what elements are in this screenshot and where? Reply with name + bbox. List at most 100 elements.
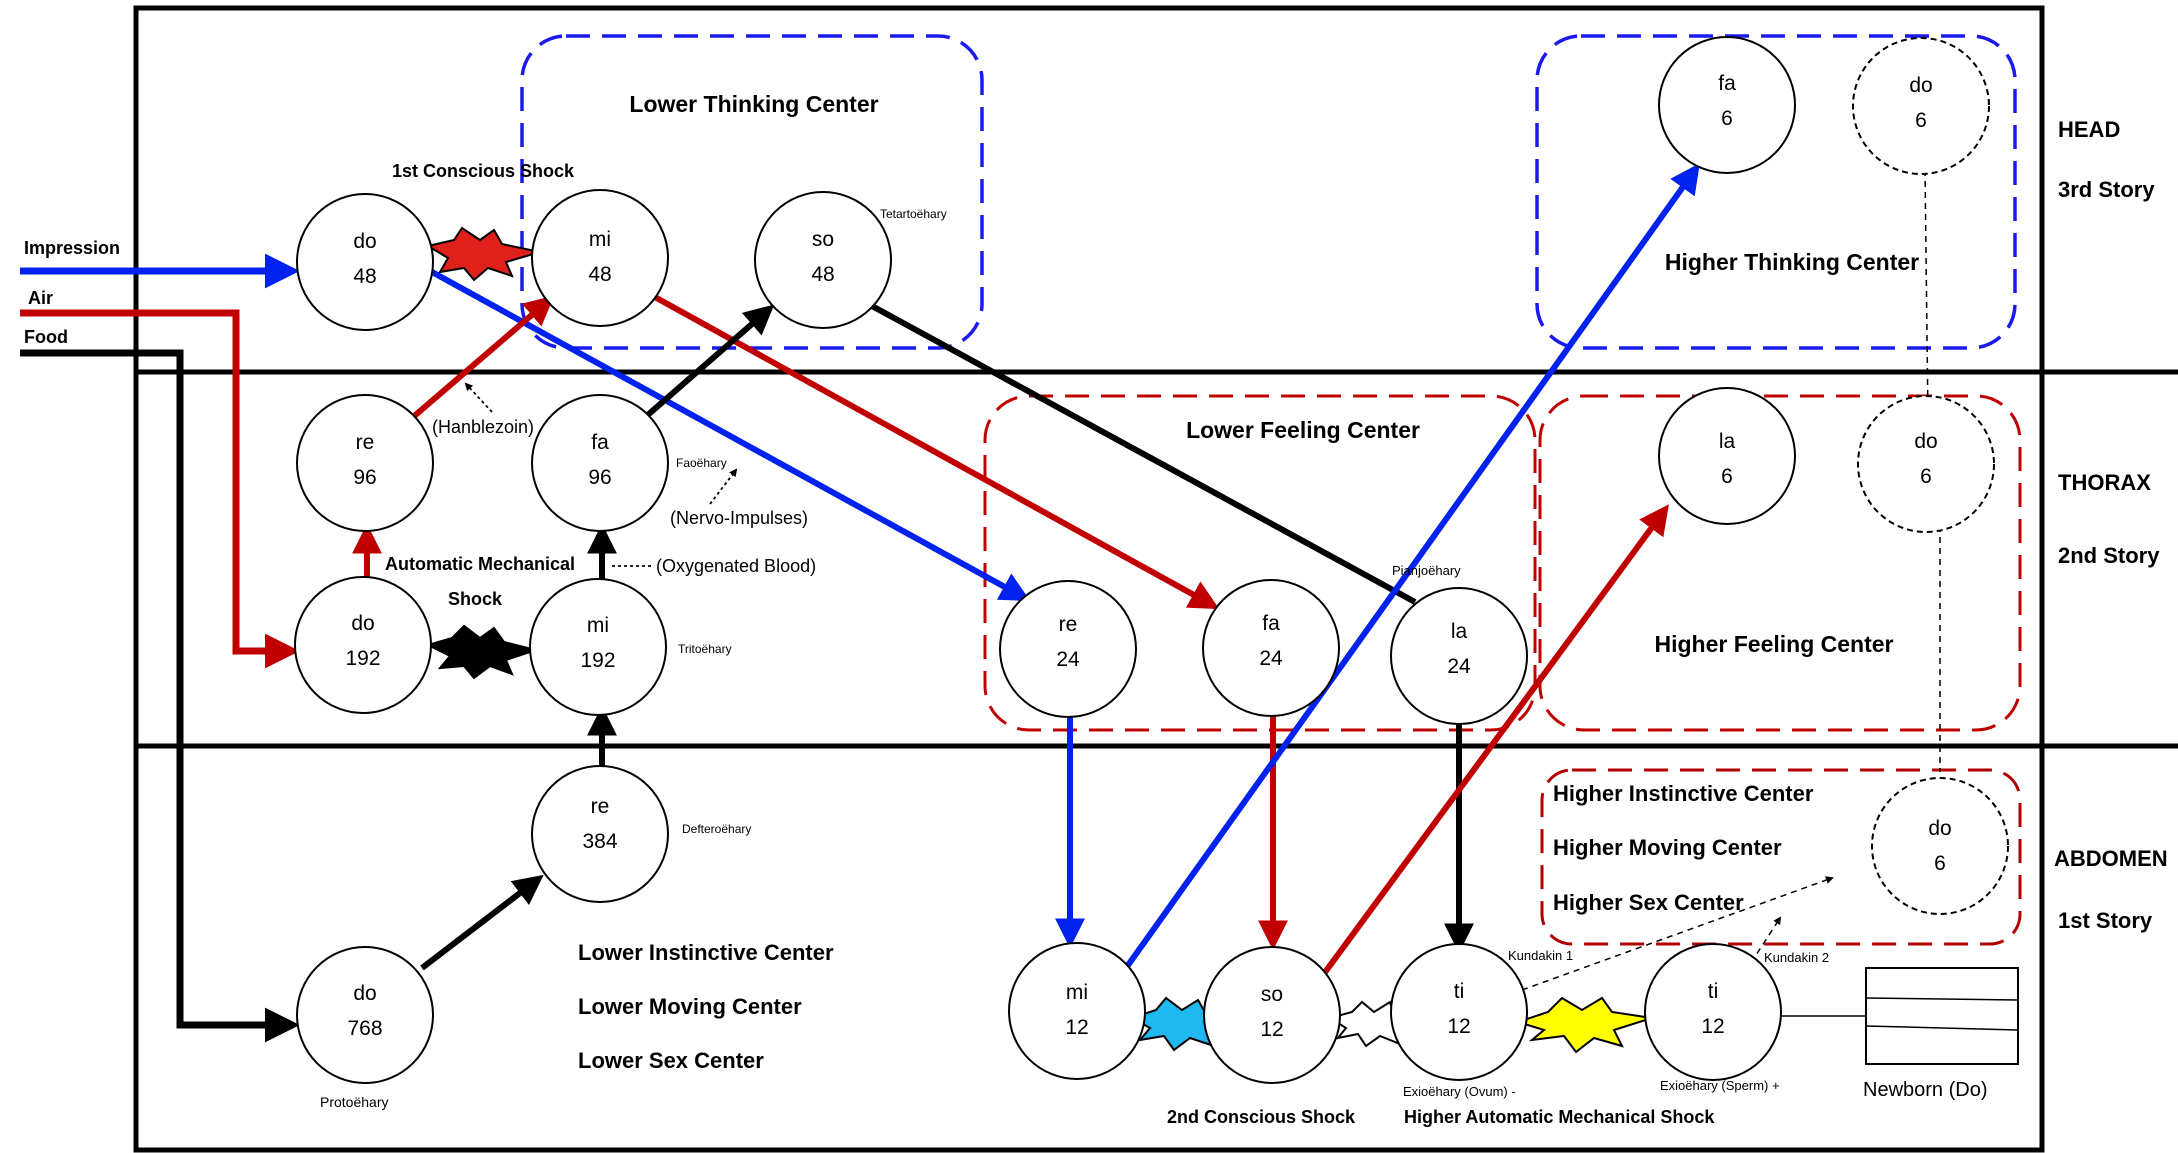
higher-automatic-shock-burst [1514, 996, 1653, 1054]
pointer-hanblezoin [464, 382, 493, 413]
first-story-label: 1st Story [2058, 908, 2153, 933]
node-number: 6 [1721, 107, 1733, 130]
node-note: re [356, 431, 375, 454]
node-note: ti [1454, 980, 1465, 1003]
abdomen-label: ABDOMEN [2054, 846, 2168, 871]
node-number: 12 [1065, 1016, 1088, 1039]
node-mi-192: mi 192 [529, 578, 667, 716]
higher-instinctive-center-label: Higher Instinctive Center [1553, 781, 1814, 806]
higher-moving-center-label: Higher Moving Center [1553, 835, 1782, 860]
node-number: 96 [588, 466, 611, 489]
impression-label: Impression [24, 238, 120, 258]
arrow-do768-re384 [420, 874, 544, 971]
node-mi-12: mi 12 [1008, 942, 1146, 1080]
outer-frame [133, 5, 2045, 1153]
second-conscious-shock-label: 2nd Conscious Shock [1167, 1107, 1356, 1127]
higher-feeling-center-label: Higher Feeling Center [1655, 631, 1894, 657]
air-arrow [20, 309, 300, 669]
higher-thinking-center-box [1535, 34, 2017, 350]
exioehary-ovum-label: Exioëhary (Ovum) - [1403, 1084, 1516, 1099]
automatic-mechanical-shock-label: Automatic Mechanical [385, 554, 575, 574]
node-re-96: re 96 [296, 394, 434, 532]
higher-sex-center-label: Higher Sex Center [1553, 890, 1744, 915]
node-number: 96 [353, 466, 376, 489]
second-story-label: 2nd Story [2058, 543, 2160, 568]
node-number: 768 [347, 1017, 382, 1040]
node-la-24: la 24 [1390, 587, 1528, 725]
node-note: do [1909, 74, 1932, 97]
node-note: mi [589, 228, 611, 251]
node-number: 12 [1447, 1015, 1470, 1038]
newborn-label: Newborn (Do) [1863, 1079, 1987, 1101]
higher-automatic-mechanical-shock-label: Higher Automatic Mechanical Shock [1404, 1107, 1715, 1127]
nervo-impulses-label: (Nervo-Impulses) [670, 508, 808, 528]
node-fa-24: fa 24 [1202, 579, 1340, 717]
node-re-384: re 384 [531, 765, 669, 903]
node-do-6-head: do 6 [1852, 37, 1990, 175]
node-do-768: do 768 [296, 946, 434, 1084]
higher-thinking-center-label: Higher Thinking Center [1665, 249, 1919, 275]
node-note: do [1928, 817, 1951, 840]
node-do-6-thorax: do 6 [1857, 395, 1995, 533]
node-number: 48 [811, 263, 834, 286]
arrow-so48-la24 [870, 303, 1417, 605]
arrow-mi12-fa6 [1123, 163, 1700, 970]
thorax-label: THORAX [2058, 470, 2151, 495]
hanblezoin-label: (Hanblezoin) [432, 417, 534, 437]
lower-moving-center-label: Lower Moving Center [578, 994, 802, 1019]
food-arrow [20, 349, 300, 1043]
node-number: 6 [1920, 465, 1932, 488]
node-number: 48 [588, 263, 611, 286]
protoehary-label: Protoëhary [320, 1094, 388, 1110]
tetartoehary-label: Tetartoëhary [880, 207, 947, 221]
node-number: 12 [1701, 1015, 1724, 1038]
faoehary-label: Faoëhary [676, 456, 727, 470]
node-ti-12-sperm: ti 12 [1644, 943, 1782, 1081]
node-number: 192 [345, 647, 380, 670]
kundakin-1-label: Kundakin 1 [1508, 948, 1573, 963]
lower-instinctive-center-label: Lower Instinctive Center [578, 940, 834, 965]
node-ti-12-ovum: ti 12 [1390, 943, 1528, 1081]
node-note: fa [591, 431, 609, 454]
node-do-192: do 192 [294, 576, 432, 714]
tritoehary-label: Tritoëhary [678, 642, 732, 656]
node-note: mi [587, 614, 609, 637]
connector-do-6-vertical-1 [1924, 169, 1929, 419]
node-so-12: so 12 [1203, 946, 1341, 1084]
node-note: fa [1718, 72, 1736, 95]
node-note: so [812, 228, 834, 251]
node-number: 24 [1447, 655, 1471, 678]
lower-thinking-center-label: Lower Thinking Center [629, 91, 878, 117]
food-label: Food [24, 327, 68, 347]
arrow-re96-mi48 [410, 295, 555, 421]
arrow-so12-la6 [1320, 504, 1669, 977]
air-label: Air [28, 288, 53, 308]
node-note: mi [1066, 981, 1088, 1004]
arrow-fa96-so48 [640, 304, 775, 423]
node-fa-6: fa 6 [1658, 36, 1796, 174]
node-note: do [1914, 430, 1937, 453]
node-number: 24 [1056, 648, 1080, 671]
pointer-nervo-impulses [709, 468, 738, 505]
node-note: re [591, 795, 610, 818]
kundakin-2-label: Kundakin 2 [1764, 950, 1829, 965]
defteroehary-label: Defteroëhary [682, 822, 751, 836]
node-note: so [1261, 983, 1283, 1006]
automatic-mechanical-shock-label-2: Shock [448, 589, 503, 609]
oxygenated-blood-label: (Oxygenated Blood) [656, 556, 816, 576]
automatic-mechanical-shock-burst [425, 624, 540, 680]
head-label: HEAD [2058, 117, 2120, 142]
node-note: do [353, 230, 376, 253]
node-number: 192 [580, 649, 615, 672]
node-note: re [1059, 613, 1078, 636]
node-number: 384 [582, 830, 617, 853]
node-number: 6 [1934, 852, 1946, 875]
node-note: ti [1708, 980, 1719, 1003]
node-re-24: re 24 [999, 580, 1137, 718]
lower-feeling-center-box [983, 394, 1537, 732]
exioehary-sperm-label: Exioëhary (Sperm) + [1660, 1078, 1780, 1093]
first-conscious-shock-burst [425, 226, 541, 282]
node-number: 24 [1259, 647, 1283, 670]
node-note: fa [1262, 612, 1280, 635]
